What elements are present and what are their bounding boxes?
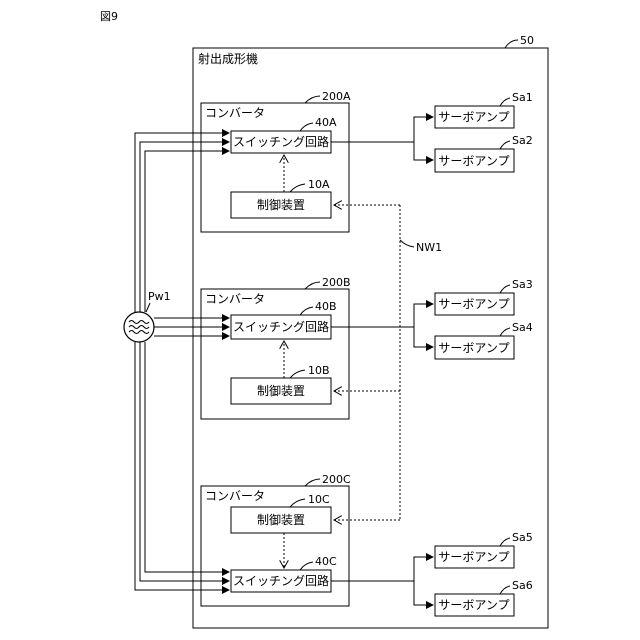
output-line — [414, 304, 433, 327]
servo-amp-Sa3: サーボアンプ Sa3 — [435, 278, 533, 315]
switching-circuit-label: スイッチング回路 — [233, 573, 329, 588]
servo-amp-label: サーボアンプ — [438, 550, 509, 564]
power-line — [145, 342, 229, 572]
servo-amp-ref: Sa5 — [512, 531, 533, 544]
switch-ref: 40B — [315, 300, 337, 313]
servo-amp-ref: Sa1 — [512, 91, 533, 104]
control-device-label: 制御装置 — [257, 512, 305, 527]
output-line — [414, 581, 433, 605]
servo-amp-label: サーボアンプ — [438, 341, 509, 355]
servo-amp-ref: Sa3 — [512, 278, 533, 291]
control-ref: 10A — [308, 178, 330, 191]
servo-amp-label: サーボアンプ — [438, 297, 509, 311]
machine-ref: 50 — [520, 34, 534, 47]
servo-ref-leader — [500, 586, 510, 594]
switch-ref-leader — [300, 123, 313, 131]
servo-amp-ref: Sa4 — [512, 321, 533, 334]
switch-ref: 40A — [315, 116, 337, 129]
control-ref: 10B — [308, 364, 330, 377]
servo-ref-leader — [500, 141, 510, 149]
power-lines-b — [154, 318, 229, 336]
servo-amp-ref: Sa2 — [512, 134, 533, 147]
servo-links-c — [331, 557, 433, 605]
switch-ref-leader — [300, 562, 313, 570]
converter-ref-leader — [305, 96, 320, 103]
converter-ref: 200C — [322, 473, 351, 486]
converter-ref: 200A — [322, 90, 351, 103]
switching-circuit-label: スイッチング回路 — [233, 319, 329, 334]
control-device-label: 制御装置 — [257, 383, 305, 398]
servo-amp-label: サーボアンプ — [438, 598, 509, 612]
machine-ref-leader — [505, 40, 518, 48]
servo-ref-leader — [500, 285, 510, 293]
network-ref-leader — [400, 240, 414, 247]
output-line — [414, 557, 433, 581]
servo-amp-Sa5: サーボアンプ Sa5 — [435, 531, 533, 568]
network-ref: NW1 — [416, 241, 442, 254]
servo-amp-Sa1: サーボアンプ Sa1 — [435, 91, 533, 128]
output-line — [414, 117, 433, 142]
converter-label: コンバータ — [205, 292, 265, 306]
servo-amp-label: サーボアンプ — [438, 110, 509, 124]
converter-ref-leader — [305, 282, 320, 289]
converter-200B: コンバータ 200B スイッチング回路 40B 制御装置 10B — [201, 276, 351, 419]
converter-200A: コンバータ 200A スイッチング回路 40A 制御装置 10A — [201, 90, 351, 232]
servo-links-b — [331, 304, 433, 347]
output-line — [414, 142, 433, 160]
power-lines-c — [135, 342, 229, 590]
servo-ref-leader — [500, 538, 510, 546]
power-source: Pw1 — [124, 290, 171, 342]
machine-label: 射出成形機 — [198, 51, 258, 66]
power-line — [140, 142, 229, 312]
control-ref-leader — [290, 499, 305, 507]
servo-amp-Sa2: サーボアンプ Sa2 — [435, 134, 533, 172]
control-ref: 10C — [308, 493, 330, 506]
output-line — [414, 327, 433, 347]
power-line — [135, 342, 229, 590]
switching-circuit-label: スイッチング回路 — [233, 134, 329, 149]
servo-amp-label: サーボアンプ — [438, 154, 509, 168]
control-ref-leader — [290, 184, 305, 192]
converter-ref: 200B — [322, 276, 351, 289]
control-device-label: 制御装置 — [257, 197, 305, 212]
servo-links-a — [331, 117, 433, 160]
converter-label: コンバータ — [205, 489, 265, 503]
converter-200C: コンバータ 200C 制御装置 10C スイッチング回路 40C — [201, 473, 351, 606]
servo-amp-Sa4: サーボアンプ Sa4 — [435, 321, 533, 359]
power-line — [140, 342, 229, 581]
figure-label: 図9 — [100, 10, 118, 23]
servo-amp-Sa6: サーボアンプ Sa6 — [435, 579, 533, 616]
servo-ref-leader — [500, 98, 510, 106]
switch-ref: 40C — [315, 555, 337, 568]
power-line — [135, 133, 229, 312]
servo-ref-leader — [500, 328, 510, 336]
power-lines-a — [135, 133, 229, 312]
power-ref-leader — [146, 303, 150, 312]
converter-ref-leader — [305, 479, 320, 486]
switch-ref-leader — [300, 307, 313, 315]
servo-amp-ref: Sa6 — [512, 579, 533, 592]
power-source-ref: Pw1 — [148, 290, 171, 303]
control-ref-leader — [290, 370, 305, 378]
converter-label: コンバータ — [205, 106, 265, 120]
